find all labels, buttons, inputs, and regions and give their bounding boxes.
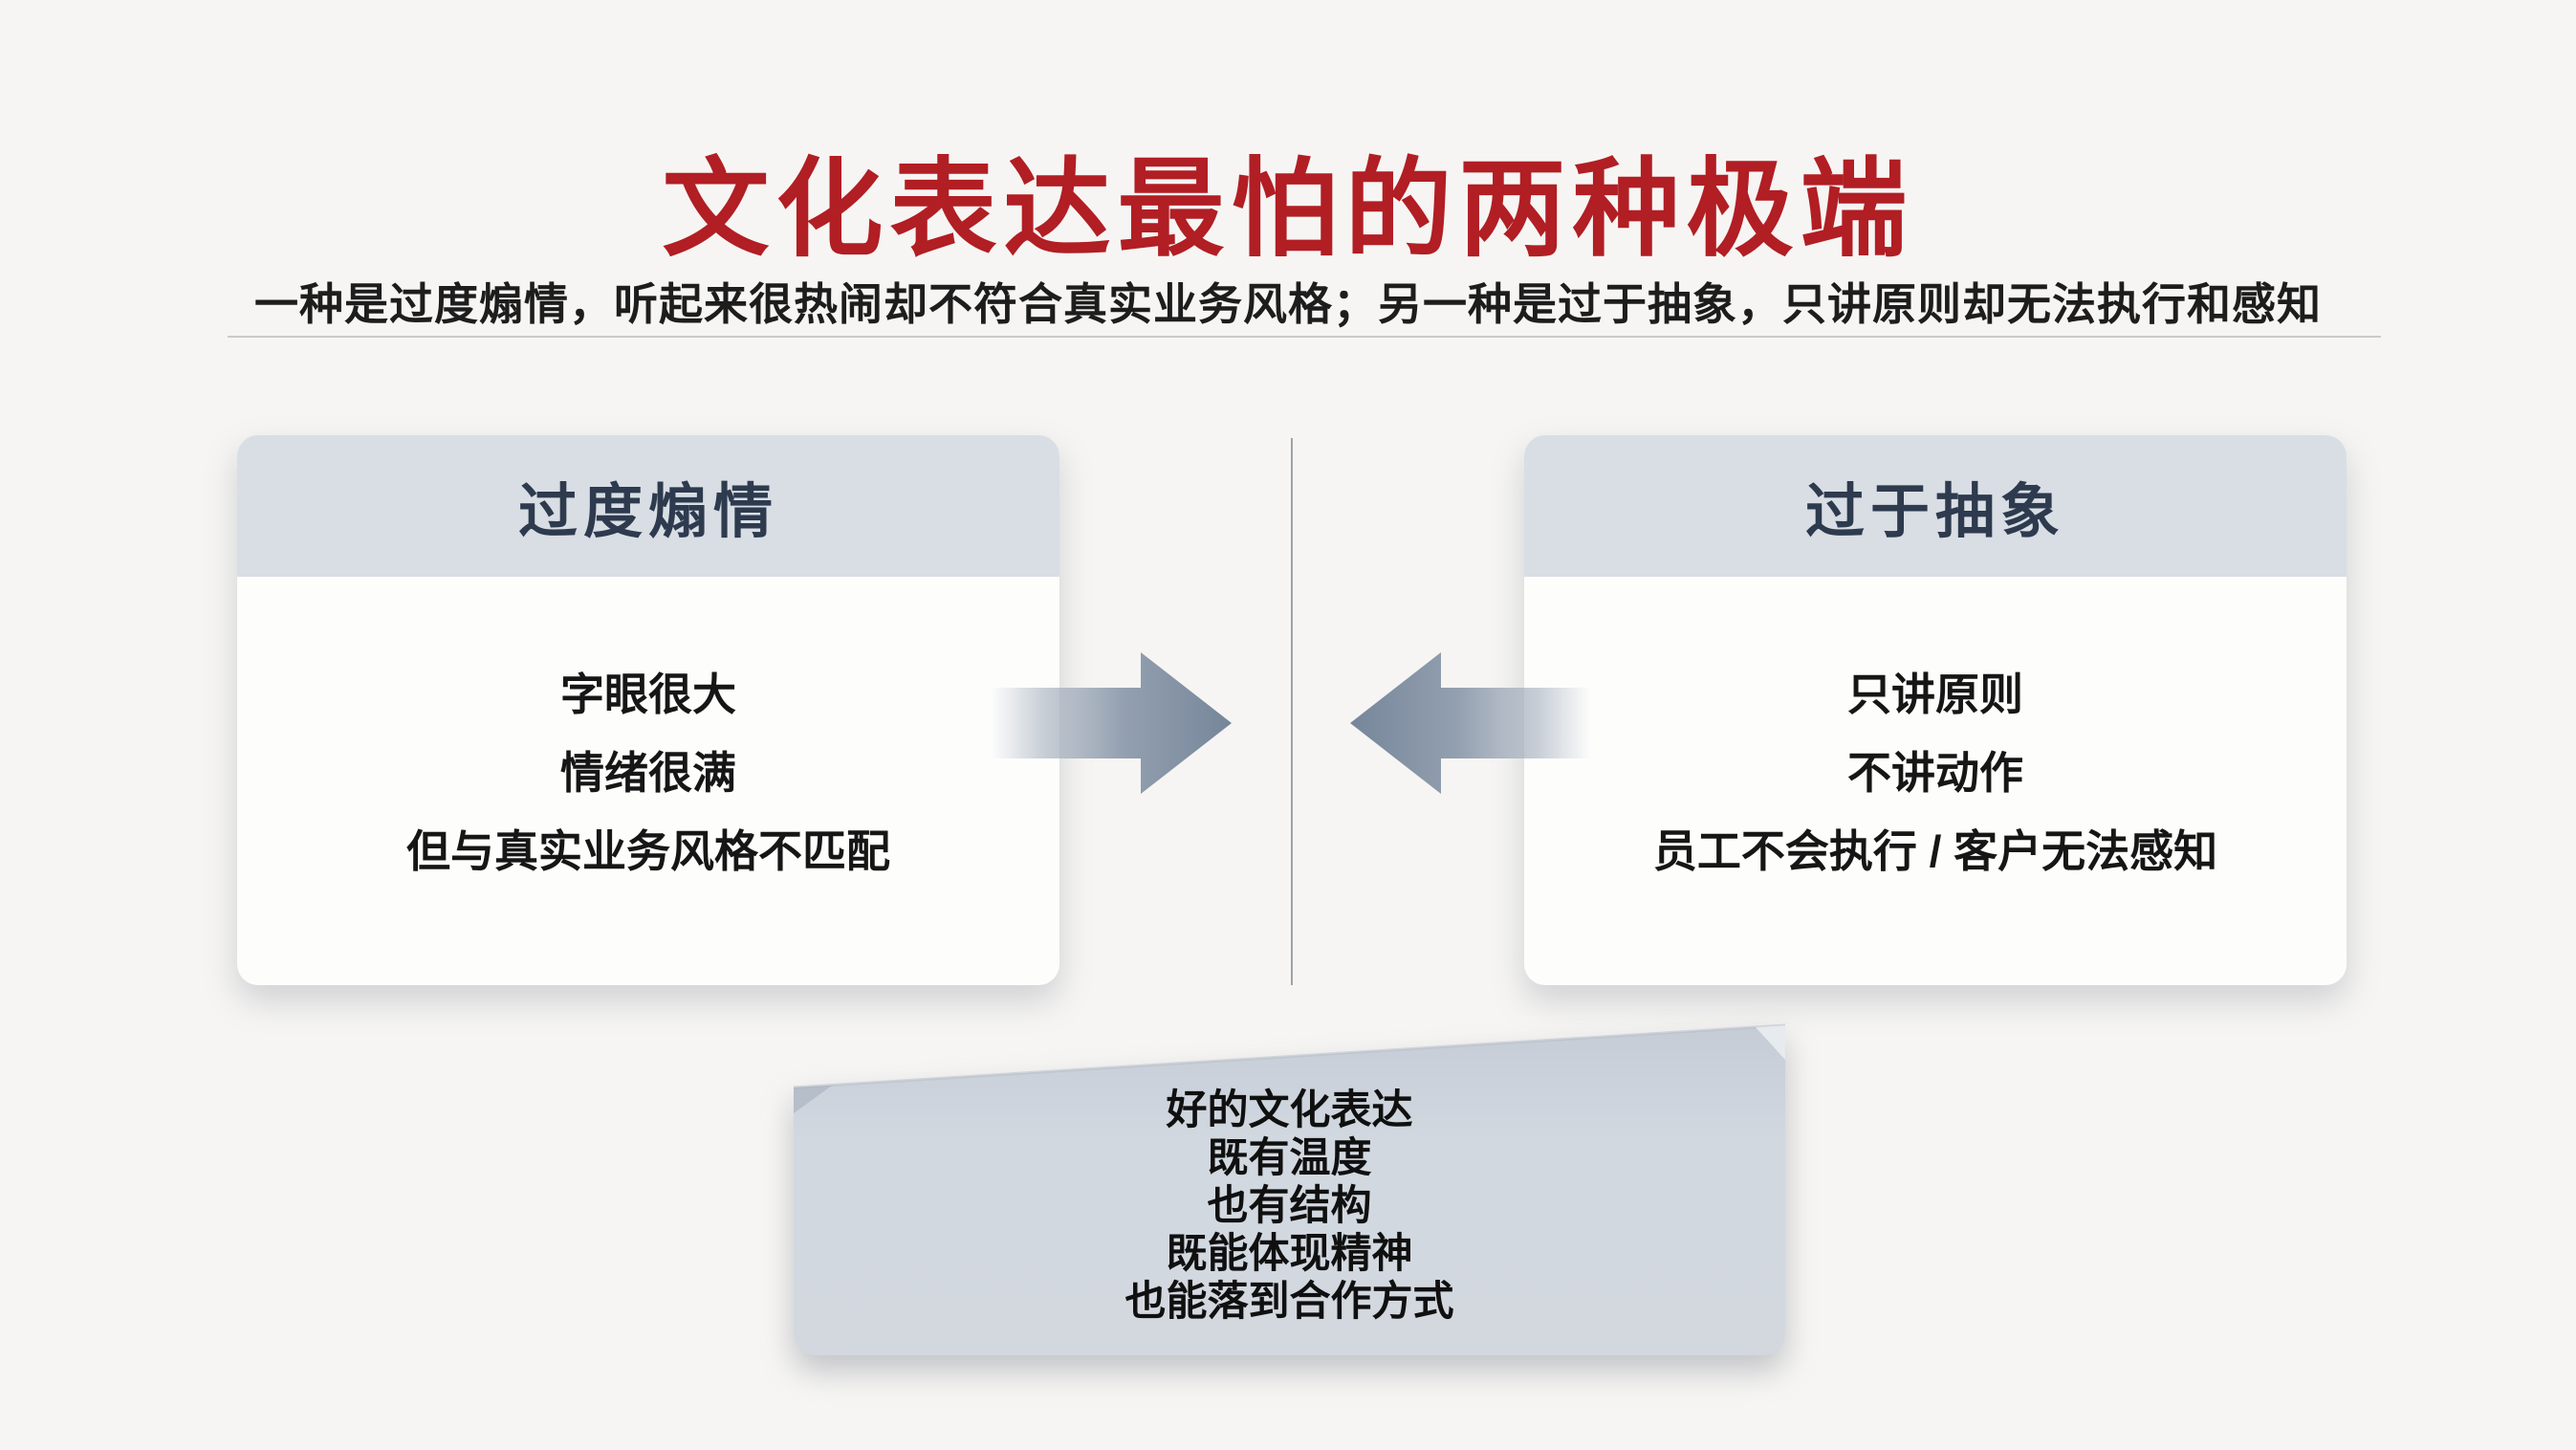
horizontal-divider: [228, 336, 2381, 338]
paper-line: 也能落到合作方式: [1124, 1279, 1454, 1325]
page-subtitle: 一种是过度煽情，听起来很热闹却不符合真实业务风格；另一种是过于抽象，只讲原则却无…: [254, 279, 2322, 329]
card-line: 情绪很满: [560, 747, 736, 798]
left-card-header: 过度煽情: [237, 435, 1059, 577]
left-card-title: 过度煽情: [517, 479, 778, 545]
right-card-title: 过于抽象: [1804, 479, 2065, 545]
right-card-header: 过于抽象: [1524, 435, 2347, 577]
bottom-paper-card: [793, 1023, 1786, 1355]
card-line: 只讲原则: [1847, 669, 2023, 719]
left-card-body: 字眼很大 情绪很满 但与真实业务风格不匹配: [237, 577, 1059, 985]
paper-line: 既有温度: [1207, 1135, 1372, 1181]
right-extreme-card: 过于抽象 只讲原则 不讲动作 员工不会执行 / 客户无法感知: [1524, 435, 2347, 985]
paper-line: 好的文化表达: [1166, 1088, 1413, 1133]
card-line: 员工不会执行 / 客户无法感知: [1652, 825, 2218, 876]
card-line: 但与真实业务风格不匹配: [406, 825, 890, 876]
page-title: 文化表达最怕的两种极端: [662, 149, 1914, 270]
right-card-body: 只讲原则 不讲动作 员工不会执行 / 客户无法感知: [1524, 577, 2347, 985]
arrow-right-icon: [991, 652, 1232, 794]
paper-line: 也有结构: [1207, 1183, 1372, 1229]
arrow-left-icon: [1350, 652, 1591, 794]
bottom-card-text: 好的文化表达 既有温度 也有结构 既能体现精神 也能落到合作方式: [794, 1087, 1785, 1326]
card-line: 字眼很大: [560, 669, 736, 719]
card-line: 不讲动作: [1847, 747, 2023, 798]
vertical-divider: [1291, 438, 1293, 985]
paper-line: 既能体现精神: [1166, 1231, 1413, 1277]
left-extreme-card: 过度煽情 字眼很大 情绪很满 但与真实业务风格不匹配: [237, 435, 1059, 985]
